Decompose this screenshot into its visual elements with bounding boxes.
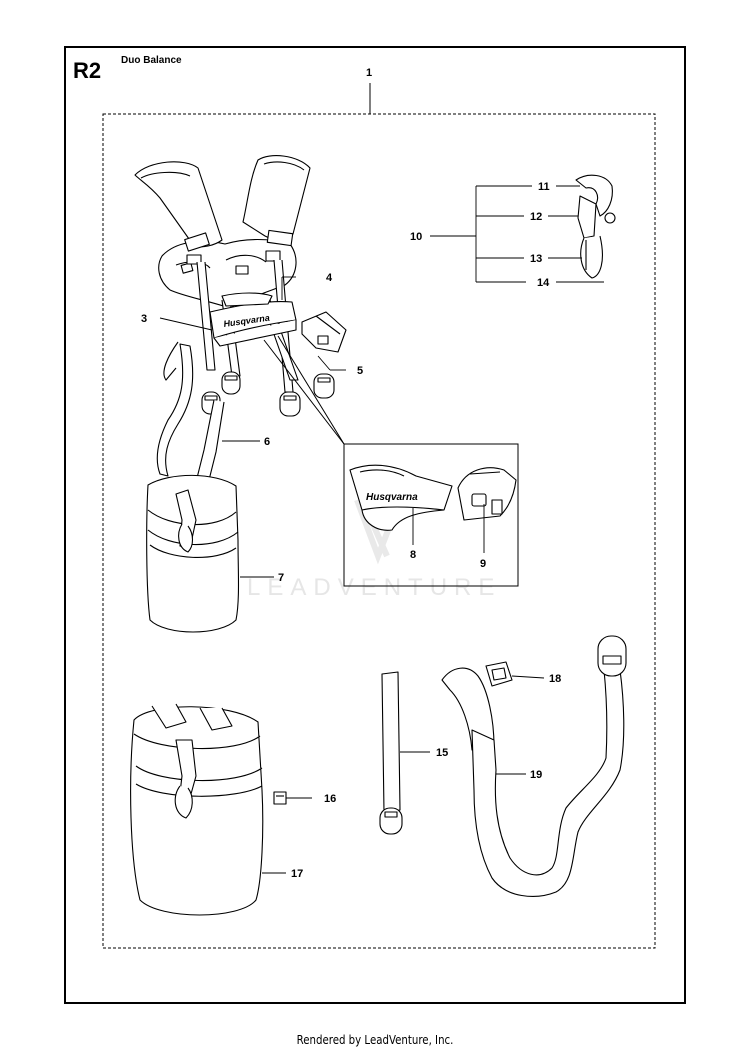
callout-18: 18 (549, 673, 561, 685)
callout-17: 17 (291, 868, 303, 880)
strap-15-illustration (379, 671, 403, 835)
callout-3: 3 (141, 313, 147, 325)
diagram-frame (64, 46, 686, 1004)
detail-box (263, 335, 519, 587)
callout-12: 12 (530, 211, 542, 223)
section-label: R2 (73, 58, 102, 83)
callout-7: 7 (278, 572, 284, 584)
callout-8: 8 (410, 549, 416, 561)
callout-1: 1 (366, 67, 372, 79)
callout-9: 9 (480, 558, 486, 570)
callout-16: 16 (324, 793, 336, 805)
callout-19: 19 (530, 769, 542, 781)
footer-credit: Rendered by LeadVenture, Inc. (296, 1033, 454, 1047)
callout-10: 10 (410, 231, 422, 243)
holster-17-illustration (130, 703, 287, 916)
leader-lines (159, 185, 604, 874)
detail-parts-illustration (349, 464, 517, 531)
callout-5: 5 (357, 365, 363, 377)
diagram-title: Duo Balance (121, 55, 182, 66)
callout-13: 13 (530, 253, 542, 265)
callout-4: 4 (326, 272, 333, 284)
callout-6: 6 (264, 436, 270, 448)
callout-11: 11 (538, 181, 550, 193)
hook-assembly-illustration (575, 174, 616, 279)
assembly-boundary (102, 113, 656, 949)
brand-text-detail: Husqvarna (366, 492, 418, 503)
watermark-text: LEADVENTURE (247, 574, 501, 601)
callout-15: 15 (436, 747, 448, 759)
strap-19-illustration (441, 635, 627, 897)
callout-14: 14 (537, 277, 550, 289)
holster-7-illustration (146, 474, 240, 633)
